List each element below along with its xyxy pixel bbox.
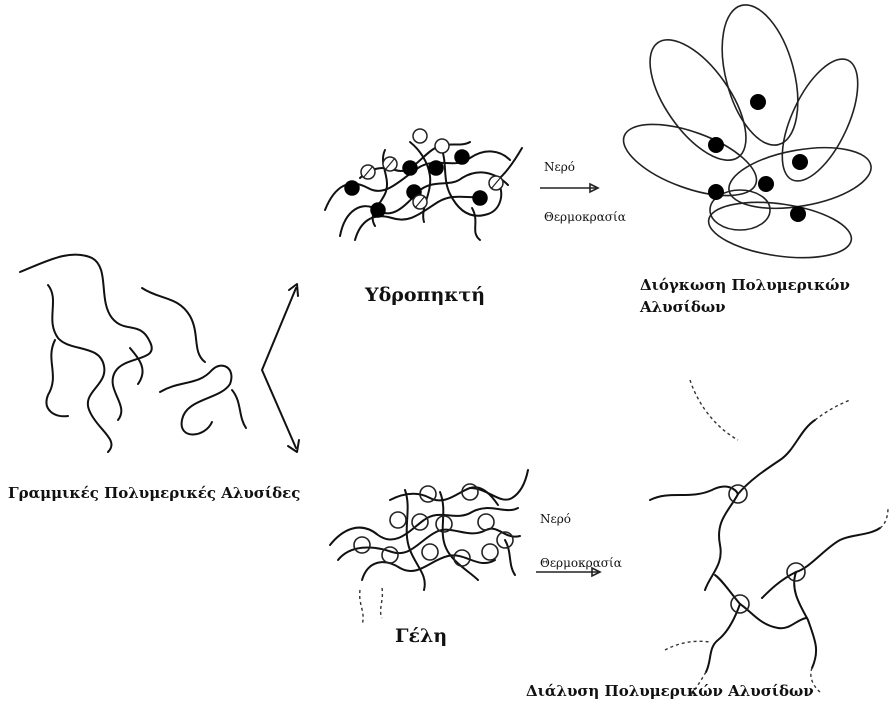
linear-chain-4 — [46, 340, 68, 416]
hydrogel-network — [325, 129, 522, 240]
gel-crosslinks — [354, 484, 513, 566]
linear-chain-5 — [160, 366, 231, 435]
dissolved-chains — [650, 380, 888, 696]
gel-label: Γέλη — [395, 625, 447, 647]
swelling-label-line2: Αλυσίδων — [640, 298, 726, 316]
linear-chain-6 — [232, 390, 246, 428]
linear-chains-drawing — [20, 255, 246, 452]
water-label-bottom: Νερό — [540, 512, 571, 526]
temperature-label-bottom: Θερμοκρασία — [540, 556, 622, 570]
linear-chain-2 — [48, 285, 112, 452]
gel-network — [330, 470, 528, 625]
swelling-label-line1: Διόγκωση Πολυμερικών — [640, 276, 850, 294]
swollen-network — [615, 0, 876, 266]
branch-vertex — [262, 288, 296, 448]
temperature-label-top: Θερμοκρασία — [544, 210, 626, 224]
dissolution-label: Διάλυση Πολυμερικών Αλυσίδων — [526, 682, 814, 700]
linear-chains-label: Γραμμικές Πολυμερικές Αλυσίδες — [8, 484, 300, 502]
hydrogel-label: Υδροπηκτή — [365, 284, 485, 306]
top-process-arrow — [540, 184, 598, 192]
water-label-top: Νερό — [544, 160, 575, 174]
linear-chain-1 — [20, 255, 152, 420]
linear-chain-7 — [130, 348, 143, 384]
branch-arrows — [262, 284, 299, 452]
